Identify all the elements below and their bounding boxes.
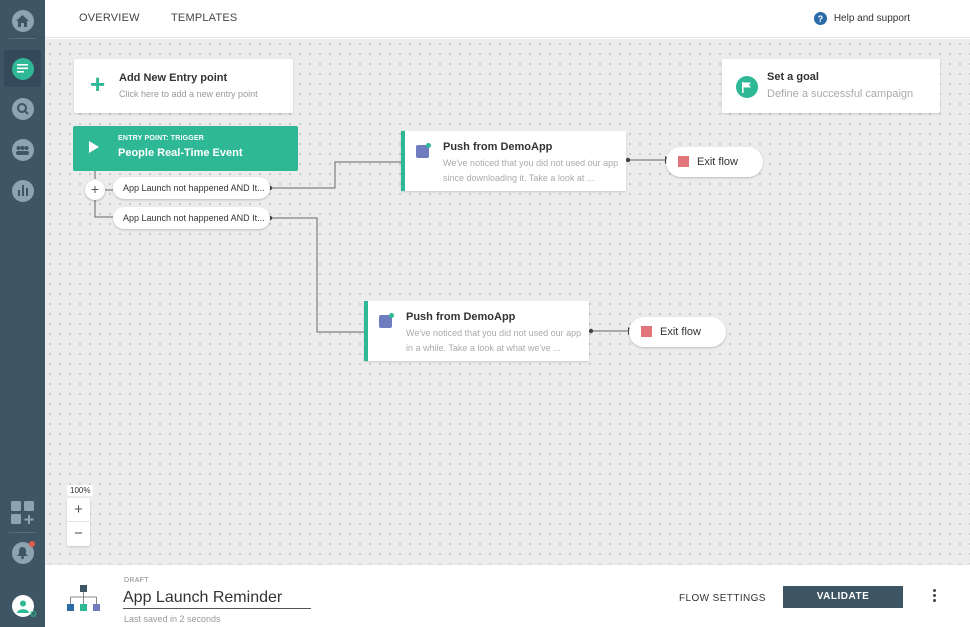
last-saved-text: Last saved in 2 seconds (124, 614, 221, 624)
zoom-out-button[interactable]: − (74, 525, 83, 542)
zoom-controls: + − (67, 498, 90, 546)
sidebar: ⚙ (0, 0, 45, 627)
exit-label: Exit flow (697, 156, 738, 168)
search-analytics-icon[interactable] (9, 95, 36, 122)
tab-overview[interactable]: OVERVIEW (79, 12, 140, 24)
tab-templates[interactable]: TEMPLATES (171, 12, 238, 24)
entry-point-kicker: ENTRY POINT: TRIGGER (118, 135, 205, 142)
play-icon (89, 141, 99, 153)
push-title: Push from DemoApp (406, 311, 516, 323)
sidebar-divider-bottom (9, 532, 36, 533)
branch-condition-2[interactable]: App Launch not happened AND It... (113, 207, 270, 229)
zoom-in-button[interactable]: + (67, 498, 90, 522)
push-node-2[interactable]: Push from DemoApp We've noticed that you… (364, 301, 589, 361)
bottom-bar: DRAFT Last saved in 2 seconds FLOW SETTI… (45, 564, 970, 627)
flow-canvas[interactable]: + Add New Entry point Click here to add … (45, 39, 970, 564)
help-label: Help and support (833, 13, 910, 24)
push-title: Push from DemoApp (443, 141, 553, 153)
reports-icon[interactable] (9, 177, 36, 204)
push-description: We've noticed that you did not used our … (406, 328, 582, 353)
flow-name-input[interactable] (123, 588, 311, 609)
entry-point-trigger-node[interactable]: ENTRY POINT: TRIGGER People Real-Time Ev… (73, 126, 298, 171)
validate-button[interactable]: VALIDATE (783, 586, 903, 608)
entry-point-title: People Real-Time Event (118, 147, 243, 159)
add-entry-title: Add New Entry point (119, 72, 228, 84)
add-app-icon[interactable] (9, 499, 36, 526)
more-options-icon[interactable] (933, 589, 939, 604)
push-node-1[interactable]: Push from DemoApp We've noticed that you… (401, 131, 626, 191)
push-description: We've noticed that you did not used our … (443, 158, 619, 183)
push-notification-icon (416, 143, 431, 158)
flow-settings-button[interactable]: FLOW SETTINGS (679, 593, 766, 604)
messages-icon[interactable] (9, 55, 36, 82)
exit-flow-node-2[interactable]: Exit flow (629, 317, 726, 347)
branch-condition-1[interactable]: App Launch not happened AND It... (113, 177, 270, 199)
flag-icon (736, 76, 758, 98)
flow-diagram-icon (67, 585, 100, 617)
notifications-icon[interactable] (9, 539, 36, 566)
add-entry-point-card[interactable]: + Add New Entry point Click here to add … (74, 59, 293, 113)
user-avatar[interactable]: ⚙ (9, 592, 38, 619)
add-entry-subtitle: Click here to add a new entry point (119, 89, 258, 99)
add-branch-button[interactable]: + (85, 180, 105, 200)
sidebar-divider (9, 38, 36, 39)
exit-icon (641, 326, 652, 337)
exit-flow-node-1[interactable]: Exit flow (666, 147, 763, 177)
set-goal-card[interactable]: Set a goal Define a successful campaign (722, 59, 940, 113)
status-label: DRAFT (124, 577, 149, 584)
plus-icon: + (90, 69, 106, 99)
settings-gear-icon: ⚙ (29, 608, 38, 619)
goal-subtitle: Define a successful campaign (767, 88, 914, 100)
goal-title: Set a goal (767, 71, 819, 83)
push-notification-icon (379, 313, 394, 328)
exit-icon (678, 156, 689, 167)
people-icon[interactable] (9, 136, 36, 163)
exit-label: Exit flow (660, 326, 701, 338)
zoom-level: 100% (67, 485, 94, 496)
home-icon[interactable] (9, 7, 36, 34)
help-icon: ? (813, 12, 827, 25)
help-and-support-link[interactable]: ? Help and support (813, 12, 910, 25)
top-bar: OVERVIEW TEMPLATES ? Help and support (45, 0, 970, 38)
